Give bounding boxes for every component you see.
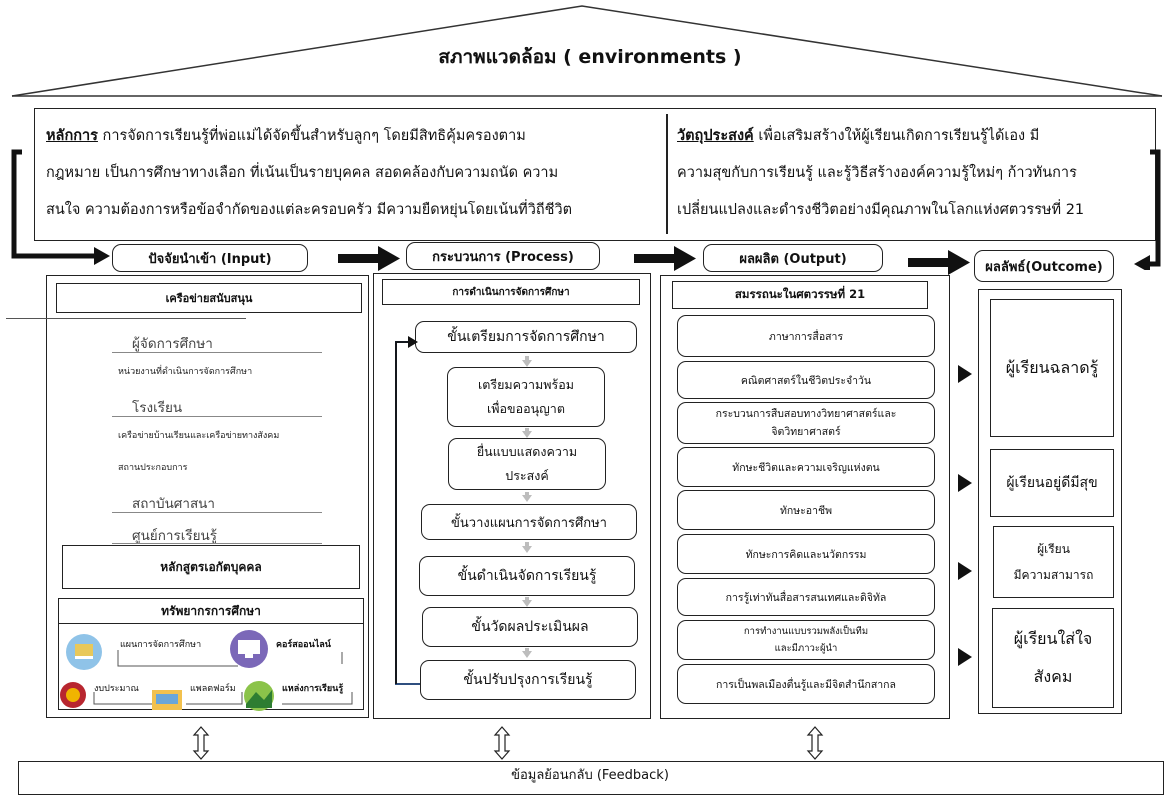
network-item: ศูนย์การเรียนรู้ (132, 528, 217, 544)
network-item: เครือข่ายบ้านเรียนและเครือข่ายทางสังคม (118, 431, 280, 441)
process-step: ขั้นปรับปรุงการเรียนรู้ (420, 660, 636, 700)
down-connector (525, 356, 529, 361)
roof-outline (11, 5, 1163, 97)
process-step: ขั้นดำเนินจัดการเรียนรู้ (419, 556, 635, 596)
competency-item: การเป็นพลเมืองตื่นรู้และมีจิตสำนึกสากล (677, 664, 935, 704)
output-title: สมรรถนะในศตวรรษที่ 21 (672, 281, 928, 309)
process-step: ขั้นวางแผนการจัดการศึกษา (421, 504, 637, 540)
resource-label: แหล่งการเรียนรู้ (282, 684, 344, 694)
down-connector (525, 648, 529, 653)
objective-text: วัตถุประสงค์ เพื่อเสริมสร้างให้ผู้เรียนเ… (677, 128, 1085, 218)
network-item: สถาบันศาสนา (132, 496, 215, 512)
stray-line (6, 318, 246, 319)
left-connector-arrow (11, 149, 110, 265)
objective-heading: วัตถุประสงค์ (677, 128, 754, 144)
updown-arrow-icon (192, 726, 210, 760)
competency-item: การทำงานแบบรวมพลังเป็นทีม และมีภาวะผู้นำ (677, 620, 935, 660)
process-substep: เตรียมความพร้อม เพื่อขออนุญาต (447, 367, 605, 427)
down-connector-head (522, 651, 532, 658)
competency-item: การรู้เท่าทันสื่อสารสนเทศและดิจิทัล (677, 578, 935, 616)
right-connector-arrow (1134, 149, 1161, 270)
header-output: ผลผลิต (Output) (703, 244, 883, 272)
network-title: เครือข่ายสนับสนุน (56, 283, 362, 313)
arrow-process-output (634, 246, 696, 271)
outcome-item: ผู้เรียนฉลาดรู้ (990, 299, 1114, 437)
competency-item: ทักษะชีวิตและความเจริญแห่งตน (677, 447, 935, 487)
arrow-output-outcome (908, 250, 970, 275)
principle-objective-box (34, 108, 1156, 241)
budget-icon (60, 682, 86, 708)
network-underline (112, 352, 322, 353)
updown-arrow-icon (806, 726, 824, 760)
resource-label: แพลตฟอร์ม (190, 684, 236, 694)
platform-icon (152, 690, 182, 710)
outcome-item: ผู้เรียนอยู่ดีมีสุข (990, 449, 1114, 517)
competency-item: ทักษะการคิดและนวัตกรรม (677, 534, 935, 574)
pointer-arrow (958, 562, 972, 580)
network-underline (112, 416, 322, 417)
bracket-connector (117, 650, 238, 667)
competency-item: กระบวนการสืบสอบทางวิทยาศาสตร์และ จิตวิทย… (677, 402, 935, 444)
down-connector-head (522, 495, 532, 502)
competency-item: ทักษะอาชีพ (677, 490, 935, 530)
process-step: ขั้นเตรียมการจัดการศึกษา (415, 321, 637, 353)
down-connector-head (522, 546, 532, 553)
down-connector (525, 428, 529, 433)
header-process: กระบวนการ (Process) (406, 242, 600, 270)
box-divider (666, 114, 668, 234)
pointer-arrow (958, 648, 972, 666)
online-course-icon (230, 630, 268, 668)
network-underline (112, 543, 322, 544)
competency-item: คณิตศาสตร์ในชีวิตประจำวัน (677, 361, 935, 399)
outcome-item: ผู้เรียนใส่ใจ สังคม (992, 608, 1114, 708)
down-connector (525, 492, 529, 497)
bracket-connector (93, 692, 152, 705)
updown-arrow-icon (493, 726, 511, 760)
curriculum-box: หลักสูตรเอกัตบุคคล (62, 545, 360, 589)
down-connector-head (522, 360, 532, 367)
network-item: สถานประกอบการ (118, 463, 188, 473)
environment-title: สภาพแวดล้อม ( environments ) (438, 46, 742, 68)
resource-label: แผนการจัดการศึกษา (120, 640, 202, 650)
pointer-arrow (958, 474, 972, 492)
down-connector (525, 597, 529, 602)
loop-back-arrow (395, 336, 420, 685)
network-item: โรงเรียน (132, 400, 183, 416)
process-title: การดำเนินการจัดการศึกษา (382, 279, 640, 305)
resource-label: คอร์สออนไลน์ (276, 640, 331, 650)
down-connector-head (522, 600, 532, 607)
header-input: ปัจจัยนำเข้า (Input) (112, 244, 308, 272)
network-item: ผู้จัดการศึกษา (132, 336, 213, 352)
process-step: ขั้นวัดผลประเมินผล (422, 607, 638, 647)
book-icon (66, 634, 102, 670)
network-item: หน่วยงานที่ดำเนินการจัดการศึกษา (118, 367, 253, 377)
bracket-connector (282, 692, 353, 705)
bracket-connector (341, 652, 343, 664)
principle-text: หลักการ การจัดการเรียนรู้ที่พ่อแม่ได้จัด… (46, 128, 573, 218)
down-connector-head (522, 431, 532, 438)
competency-item: ภาษาการสื่อสาร (677, 315, 935, 357)
pointer-arrow (958, 365, 972, 383)
down-connector (525, 542, 529, 547)
header-outcome: ผลลัพธ์(Outcome) (974, 250, 1114, 282)
network-underline (112, 512, 322, 513)
process-substep: ยื่นแบบแสดงความ ประสงค์ (448, 438, 606, 490)
learning-source-icon (244, 681, 274, 711)
arrow-input-process (338, 246, 400, 271)
outcome-item: ผู้เรียน มีความสามารถ (993, 526, 1114, 598)
principle-heading: หลักการ (46, 128, 98, 144)
resource-label: งบประมาณ (94, 684, 139, 694)
bracket-connector (186, 692, 243, 705)
feedback-label: ข้อมูลย้อนกลับ (Feedback) (511, 767, 669, 783)
resources-title: ทรัพยากรการศึกษา (58, 598, 364, 624)
